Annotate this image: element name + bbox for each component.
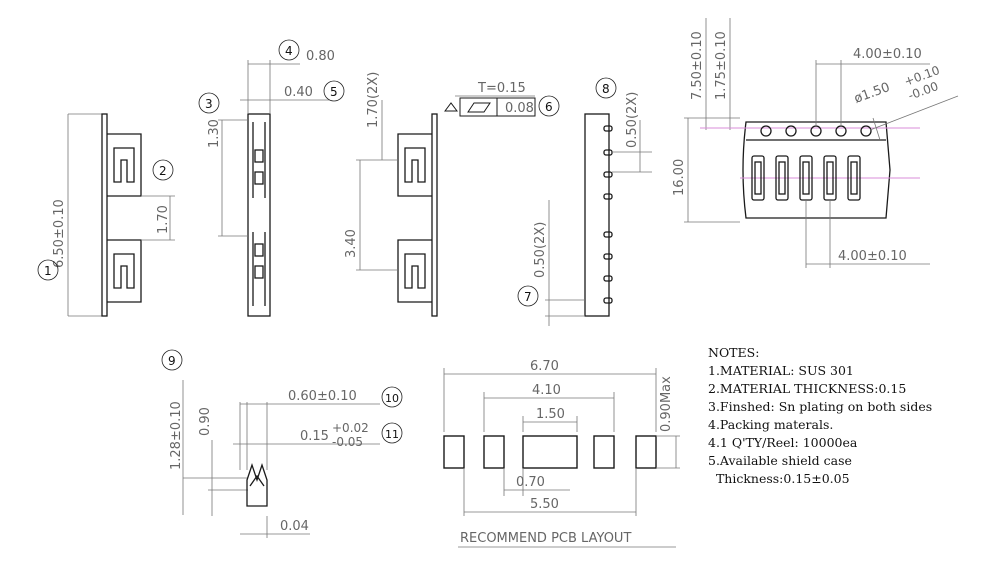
- dim-0-50-2x-bottom: 0.50(2X): [533, 222, 548, 278]
- callout-7: 7: [524, 290, 532, 304]
- callout-11: 11: [385, 428, 399, 441]
- note-line: 2.MATERIAL THICKNESS:0.15: [708, 381, 907, 396]
- dim-7-50: 7.50±0.10: [690, 31, 705, 100]
- dim-6-70: 6.70: [530, 359, 559, 374]
- dim-0-90: 0.90: [198, 407, 213, 436]
- dim-phi-1-50: ø1.50: [852, 80, 892, 107]
- dim-1-28: 1.28±0.10: [169, 401, 184, 470]
- dim-0-15-tol-dn: -0.05: [332, 435, 363, 449]
- dim-0-90max: 0.90Max: [659, 376, 674, 432]
- callout-3: 3: [205, 97, 213, 111]
- notes-heading: NOTES:: [708, 345, 760, 360]
- note-line: 1.MATERIAL: SUS 301: [708, 363, 854, 378]
- callout-6: 6: [545, 100, 553, 114]
- front-view-2: 1.30 0.80 0.40 4 5 3: [198, 39, 345, 317]
- dim-1-70-2x: 1.70(2X): [366, 72, 381, 128]
- note-line: 4.Packing materals.: [708, 417, 834, 432]
- dim-flatness: 0.08: [505, 101, 534, 116]
- dim-1-30: 1.30: [207, 119, 222, 148]
- note-line: 5.Available shield case: [708, 453, 852, 468]
- callout-1: 1: [44, 264, 52, 278]
- dim-0-70: 0.70: [516, 475, 545, 490]
- pcb-pad-2: [483, 435, 505, 469]
- dim-0-04: 0.04: [280, 519, 309, 534]
- callout-4: 4: [285, 44, 293, 58]
- callout-8: 8: [602, 82, 610, 96]
- note-line: 3.Finshed: Sn plating on both sides: [708, 399, 933, 414]
- pcb-pad-1: [443, 435, 465, 469]
- pcb-layout-view: 6.70 4.10 1.50 0.90Max 0.70 5.50 RECOMME…: [443, 359, 680, 548]
- tape-reel-view: 7.50±0.10 1.75±0.10 16.00 4.00±0.10: [672, 18, 959, 268]
- dim-4-00-top: 4.00±0.10: [853, 47, 922, 62]
- note-line: Thickness:0.15±0.05: [708, 471, 850, 486]
- dim-0-80: 0.80: [306, 49, 335, 64]
- pcb-layout-caption: RECOMMEND PCB LAYOUT: [460, 531, 631, 546]
- dim-3-40: 3.40: [344, 229, 359, 258]
- dim-0-40: 0.40: [284, 85, 313, 100]
- dim-6-50: 6.50±0.10: [52, 199, 67, 268]
- pcb-pad-center: [522, 435, 578, 469]
- dim-0-60: 0.60±0.10: [288, 389, 357, 404]
- dim-1-70: 1.70: [156, 205, 171, 234]
- dim-0-50-2x-top: 0.50(2X): [625, 92, 640, 148]
- pcb-pad-3: [593, 435, 615, 469]
- dim-1-75: 1.75±0.10: [714, 31, 729, 100]
- side-view-1: 6.50±0.10 1.70 1 2: [37, 113, 175, 317]
- callout-10: 10: [385, 392, 399, 405]
- dim-1-50: 1.50: [536, 407, 565, 422]
- dim-4-00-bottom: 4.00±0.10: [838, 249, 907, 264]
- dim-0-15: 0.15: [300, 429, 329, 444]
- dim-4-10: 4.10: [532, 383, 561, 398]
- callout-2: 2: [159, 164, 167, 178]
- clip-detail-view: 9 1.28±0.10 0.90 0.60±0.10 0.15 +0.02 -0…: [161, 349, 403, 538]
- dim-0-15-tol-up: +0.02: [332, 421, 369, 435]
- notes-block: NOTES: 1.MATERIAL: SUS 301 2.MATERIAL TH…: [708, 344, 932, 488]
- dim-16-00: 16.00: [672, 159, 687, 196]
- strip-view-4: 0.50(2X) 0.50(2X) 8 7: [517, 77, 652, 326]
- callout-9: 9: [168, 354, 176, 368]
- pcb-pad-4: [635, 435, 657, 469]
- dim-t-0-15: T=0.15: [477, 81, 526, 96]
- side-view-3: 1.70(2X) 3.40 T=0.15 0.08 6: [344, 72, 560, 317]
- callout-5: 5: [330, 85, 338, 99]
- note-line: 4.1 Q'TY/Reel: 10000ea: [708, 435, 858, 450]
- dim-5-50: 5.50: [530, 497, 559, 512]
